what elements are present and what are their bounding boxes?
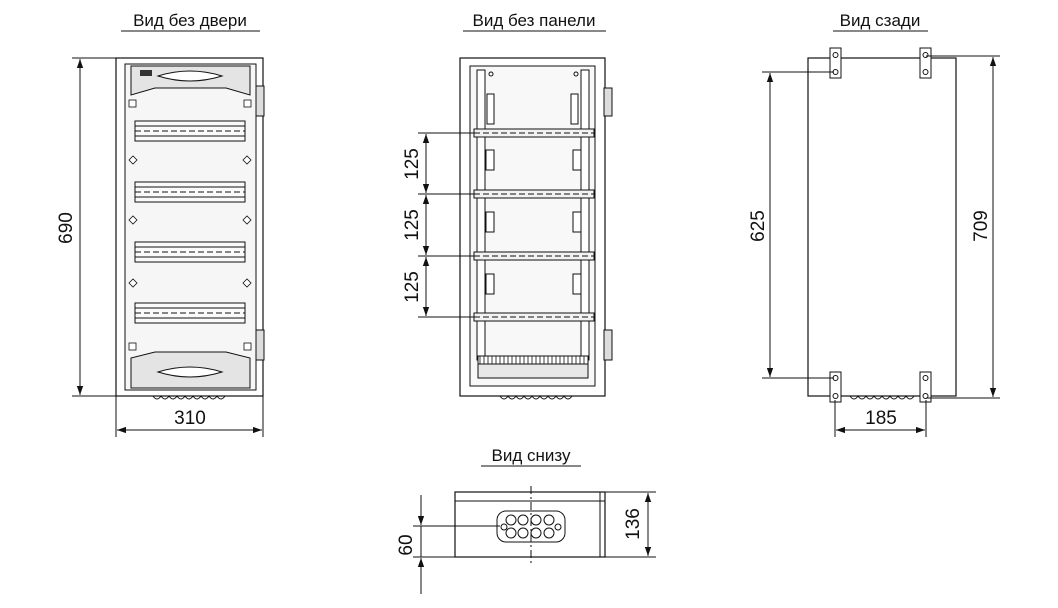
hinge-top: [255, 85, 265, 117]
dim-height-690: 690: [56, 212, 77, 244]
dim-mount-width-185: 185: [865, 408, 897, 429]
dim-depth-136: 136: [623, 508, 644, 540]
dim-total-height-709: 709: [971, 210, 992, 242]
dim-pitch-3: 125: [402, 271, 423, 303]
cable-glands: [152, 395, 226, 400]
rail-brackets: [485, 149, 582, 295]
mounting-lugs: [829, 47, 932, 403]
dim-entry-60: 60: [396, 534, 417, 555]
brand-plate: [140, 70, 152, 76]
terminal-strip: [477, 355, 589, 379]
view-rear: Вид сзади 625 709 185: [748, 11, 1000, 437]
dim-width-310: 310: [174, 408, 206, 429]
view-title-bottom: Вид снизу: [492, 446, 571, 465]
enclosure-back: [807, 57, 957, 397]
rail-clips: [128, 99, 252, 351]
view-bottom: Вид снизу 60 136: [396, 446, 656, 594]
view-title-rear: Вид сзади: [840, 11, 921, 30]
view-without-panel: Вид без панели: [402, 11, 613, 400]
view-title-without-door: Вид без двери: [133, 11, 247, 30]
din-rails-open: [473, 128, 595, 322]
enclosure-frame: [124, 63, 257, 391]
dim-pitch-1: 125: [402, 148, 423, 180]
dim-pitch-2: 125: [402, 209, 423, 241]
dim-mount-height-625: 625: [748, 210, 769, 242]
view-title-without-panel: Вид без панели: [473, 11, 596, 30]
view-without-door: Вид без двери: [56, 11, 265, 437]
din-rails-face: [134, 120, 246, 324]
cable-entry-plate: [496, 510, 566, 543]
hinge-bottom: [255, 329, 265, 361]
